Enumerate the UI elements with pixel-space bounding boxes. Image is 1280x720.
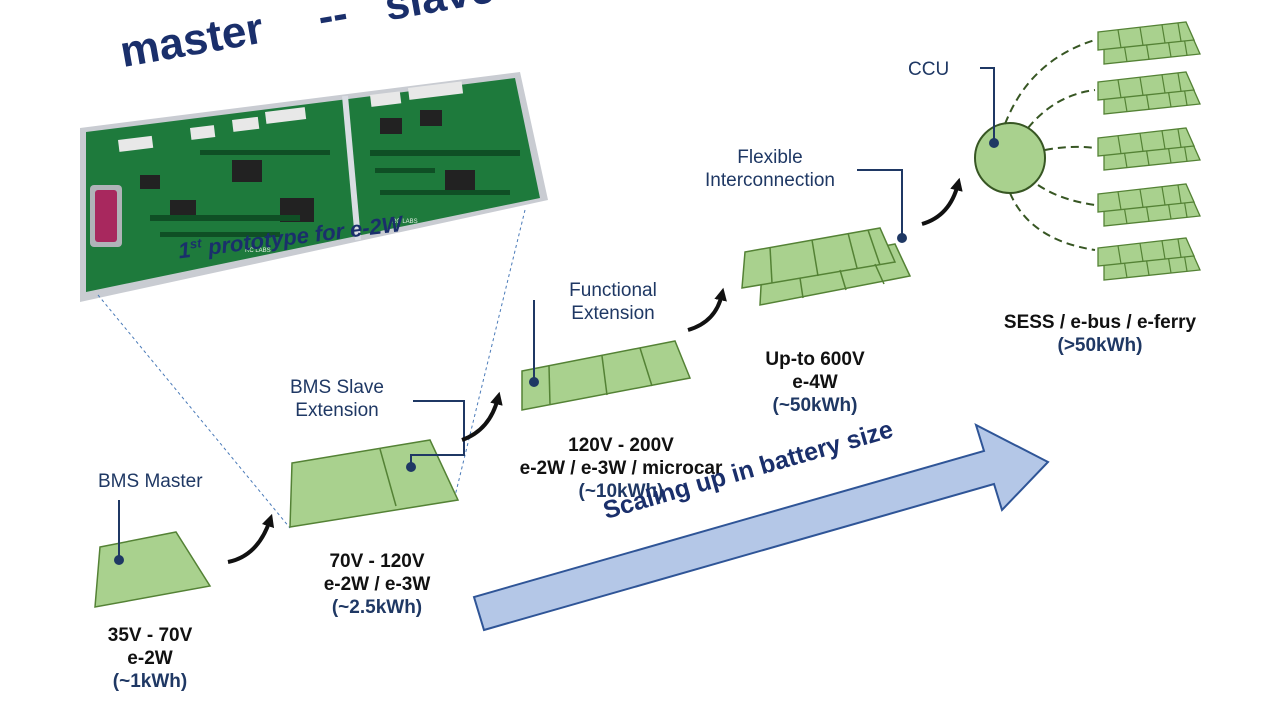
stage-1-capacity: (~1kWh) [112, 671, 188, 693]
stage-1-voltage: 35V - 70V [107, 625, 193, 646]
callout-line-ccu [980, 67, 995, 143]
callout-ccu: CCU [908, 59, 950, 80]
stage-3-specs: 120V - 200V e-2W / e-3W / microcar (~10k… [486, 434, 756, 504]
stage-4-voltage: Up-to 600V [765, 349, 865, 370]
callout-dot-master [114, 555, 124, 565]
callout-functional-line1: Functional [569, 280, 657, 301]
stage-2-capacity: (~2.5kWh) [331, 597, 423, 619]
ccu-pack-5 [1097, 237, 1201, 281]
callout-flexible: Flexible Interconnection [690, 146, 850, 192]
ccu-spokes [1004, 39, 1096, 251]
callout-line-slave [410, 400, 465, 467]
callout-bms-master: BMS Master [98, 471, 203, 492]
stage-3-capacity: (~10kWh) [578, 481, 664, 503]
callout-bms-slave-line1: BMS Slave [290, 377, 384, 398]
pcb-silkscreen-left: RC LABS [245, 248, 271, 254]
step-arrow-1 [227, 513, 275, 564]
stage-3-vehicle: e-2W / e-3W / microcar [519, 458, 723, 480]
ccu-pack-2 [1097, 71, 1201, 115]
step-arrow-2 [461, 391, 503, 442]
ccu-pack-1 [1097, 21, 1201, 65]
module-bms-master [94, 531, 212, 608]
stage-4-capacity: (~50kWh) [772, 395, 858, 417]
ccu-pack-3 [1097, 127, 1201, 171]
stage-1-specs: 35V - 70V e-2W (~1kWh) [80, 624, 220, 694]
stage-4-specs: Up-to 600V e-4W (~50kWh) [740, 348, 890, 418]
zoom-line-right [454, 209, 526, 497]
pcb-silkscreen-right: RC LABS [392, 219, 418, 225]
step-arrow-4 [921, 177, 963, 226]
callout-flexible-line2: Interconnection [705, 170, 835, 192]
callout-line-flexible [857, 169, 903, 238]
stage-4-vehicle: e-4W [792, 372, 838, 394]
step-arrow-3 [687, 287, 727, 332]
stage-5-specs: SESS / e-bus / e-ferry (>50kWh) [965, 311, 1235, 357]
ccu-circle [974, 122, 1046, 194]
pcb-photo: RC LABS RC LABS [80, 72, 548, 302]
callout-bms-slave-line2: Extension [295, 400, 379, 422]
stage-5-capacity: (>50kWh) [1057, 335, 1143, 357]
module-slave-extension [289, 439, 460, 528]
ccu-module-packs [1097, 21, 1201, 281]
zoom-line-left [97, 294, 291, 529]
callout-functional: Functional Extension [548, 279, 678, 325]
stage-5-applications: SESS / e-bus / e-ferry [1003, 312, 1197, 333]
module-functional-extension [521, 340, 692, 411]
stage-1-vehicle: e-2W [127, 648, 173, 670]
scaling-arrow [472, 423, 1050, 632]
stage-3-voltage: 120V - 200V [568, 435, 674, 456]
title-separator: -- [314, 0, 352, 43]
stage-2-specs: 70V - 120V e-2W / e-3W (~2.5kWh) [292, 550, 462, 620]
callout-functional-line2: Extension [571, 303, 655, 325]
stage-2-vehicle: e-2W / e-3W [323, 574, 431, 596]
callout-bms-slave: BMS Slave Extension [272, 376, 402, 422]
callout-flexible-line1: Flexible [737, 147, 803, 168]
module-stacked-4w [741, 227, 912, 306]
stage-2-voltage: 70V - 120V [329, 551, 425, 572]
ccu-pack-4 [1097, 183, 1201, 227]
